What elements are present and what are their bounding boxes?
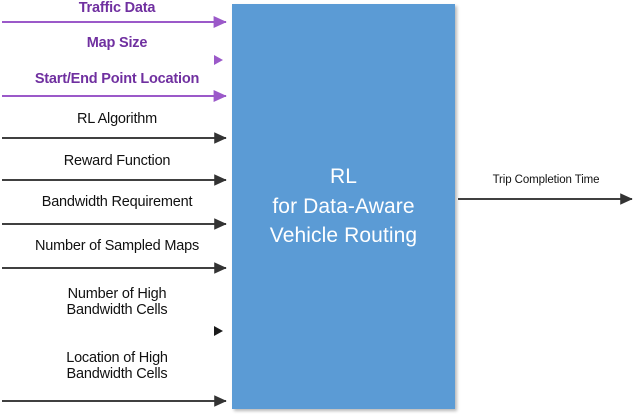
input-label-number-of-high-bandwidth-cells: Number of High Bandwidth Cells [66,286,168,319]
output-label-trip-completion-time: Trip Completion Time [492,174,600,186]
input-label-map-size: Map Size [86,35,148,51]
arrowhead-map-size [214,55,223,65]
input-label-start-end-point-location: Start/End Point Location [34,71,200,87]
input-label-traffic-data: Traffic Data [78,0,156,16]
process-box-rl-vehicle-routing: RL for Data-Aware Vehicle Routing [232,4,455,409]
arrowhead-number-of-high-bandwidth-cells [214,326,223,336]
input-label-bandwidth-requirement: Bandwidth Requirement [41,194,193,210]
input-label-number-of-sampled-maps: Number of Sampled Maps [34,238,200,254]
input-label-reward-function: Reward Function [63,153,171,169]
input-label-rl-algorithm: RL Algorithm [76,111,158,127]
process-box-label: RL for Data-Aware Vehicle Routing [269,164,418,248]
input-label-location-of-high-bandwidth-cells: Location of High Bandwidth Cells [66,350,168,383]
